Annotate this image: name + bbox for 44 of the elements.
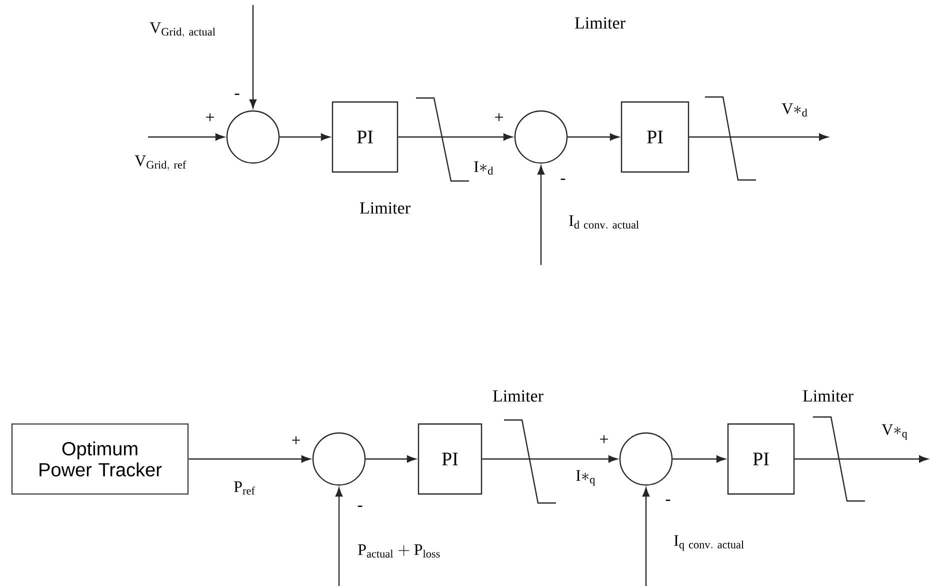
- signal-label: $\mathrm{V}_{\mathrm{Grid,\ ref}}$: [134, 155, 186, 171]
- arrow: [794, 455, 928, 463]
- arrow: [148, 133, 224, 141]
- text-label: Limiter: [360, 202, 410, 214]
- text-label: -: [560, 178, 566, 180]
- text-label: Limiter: [803, 390, 854, 402]
- arrow: [398, 133, 512, 141]
- pi-controller-box: PI: [332, 101, 398, 173]
- signal-label: $\mathrm{I}{*}_{\mathrm{q}}$: [576, 470, 595, 486]
- signal-label: $\mathrm{P}_{\mathrm{actual}} + \mathrm{P}_{\mathrm{loss}}$: [358, 544, 440, 558]
- arrow: [280, 133, 330, 141]
- signal-label: $\mathrm{V}{*}_{\mathrm{d}}$: [782, 103, 808, 117]
- summing-junction: [619, 432, 673, 486]
- signal-label: $\mathrm{P}_{\mathrm{ref}}$: [234, 481, 255, 495]
- text-label: +: [495, 113, 503, 122]
- arrow: [689, 133, 828, 141]
- text-label: +: [600, 435, 608, 444]
- pi-controller-box: PI: [620, 101, 690, 173]
- arrow: [642, 488, 650, 586]
- signal-label: $\mathrm{I}_{\mathrm{d\ conv.\ actual}}$: [569, 215, 639, 229]
- signal-label: $\mathrm{I}{*}_{\mathrm{d}}$: [474, 161, 494, 175]
- text-label: Limiter: [575, 17, 626, 29]
- arrow: [366, 455, 416, 463]
- arrow: [188, 455, 310, 463]
- summing-junction: [226, 110, 280, 164]
- arrow: [672, 455, 726, 463]
- signal-label: $\mathrm{V}_{\mathrm{Grid,\ actual}}$: [150, 22, 216, 38]
- arrow: [335, 488, 343, 586]
- arrow: [482, 455, 618, 463]
- pi-controller-box: PI: [418, 423, 482, 495]
- arrow: [537, 166, 545, 265]
- summing-junction: [514, 110, 568, 164]
- signal-label: $\mathrm{V}{*}_{\mathrm{q}}$: [882, 424, 908, 440]
- arrow: [249, 5, 257, 108]
- signal-label: $\mathrm{I}_{\mathrm{q\ conv.\ actual}}$: [674, 535, 744, 551]
- text-label: +: [206, 113, 214, 122]
- summing-junction: [312, 432, 366, 486]
- text-label: -: [358, 506, 362, 507]
- pi-controller-box: PI: [727, 423, 795, 495]
- text-label: -: [234, 94, 240, 95]
- block-box: Optimum Power Tracker: [11, 423, 189, 495]
- text-label: Limiter: [493, 390, 544, 402]
- arrow: [568, 133, 619, 141]
- text-label: +: [292, 436, 300, 444]
